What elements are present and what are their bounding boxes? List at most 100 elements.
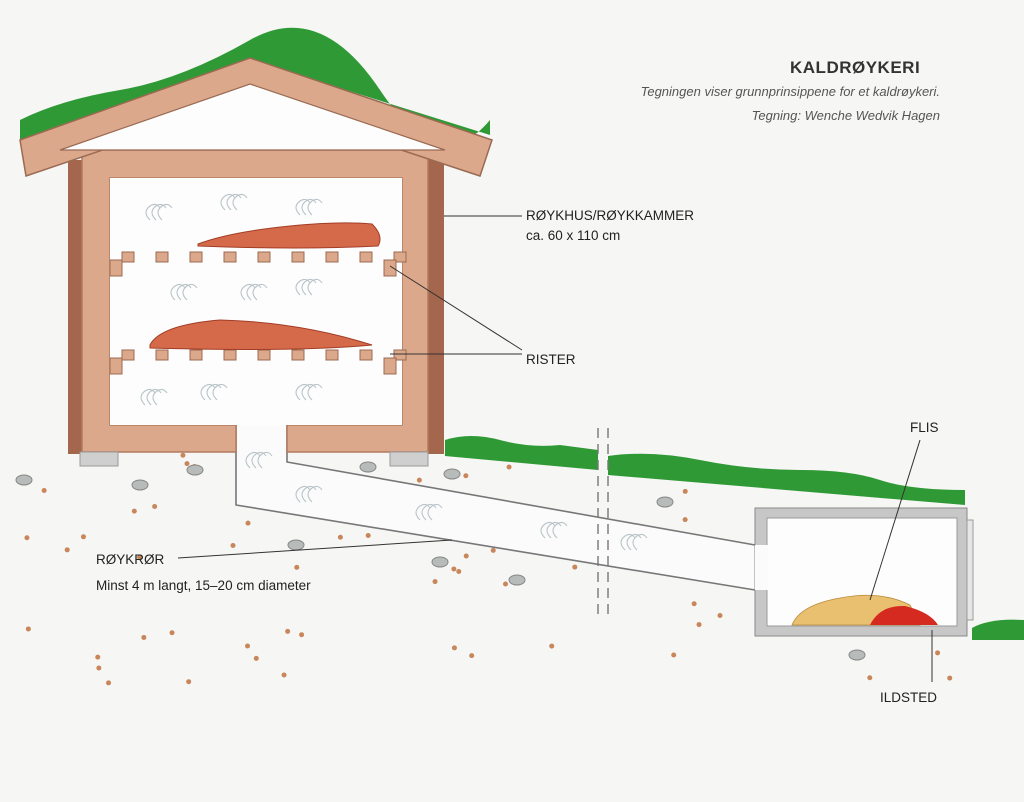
soil-dot <box>451 566 457 572</box>
subtitle: Tegningen viser grunnprinsippene for et … <box>640 84 940 99</box>
soil-dot <box>285 628 291 634</box>
soil-dot <box>141 634 147 640</box>
soil-dot <box>503 581 509 587</box>
soil-dot <box>180 452 186 458</box>
smoke-swirl <box>257 451 273 469</box>
label-smokehouse-size: ca. 60 x 110 cm <box>526 228 621 243</box>
fish-fillet-upper <box>197 222 381 249</box>
soil-dot <box>682 517 688 523</box>
smoke-swirl <box>152 388 168 406</box>
label-pipe-spec: Minst 4 m langt, 15–20 cm diameter <box>96 578 311 593</box>
rack-upper <box>109 251 407 277</box>
soil-dot <box>245 520 251 526</box>
soil-dot <box>186 679 192 685</box>
soil-dot <box>682 488 688 494</box>
soil-dot <box>463 553 469 559</box>
stone <box>431 556 449 568</box>
soil-dot <box>717 612 723 618</box>
grass-strip-middle <box>445 436 598 470</box>
rack-bracket <box>109 357 123 375</box>
pipe-break-marks <box>597 428 609 620</box>
stone <box>15 474 33 486</box>
rack-slat <box>189 349 203 361</box>
smoke-swirl <box>212 383 228 401</box>
soil-dot <box>867 675 873 681</box>
soil-dot <box>691 601 697 607</box>
soil-dot <box>184 461 190 467</box>
soil-dot <box>137 554 143 560</box>
smoke-swirl <box>232 193 248 211</box>
credit: Tegning: Wenche Wedvik Hagen <box>751 108 940 123</box>
soil-dot <box>169 630 175 636</box>
soil-dot <box>281 672 287 678</box>
label-smokehouse: RØYKHUS/RØYKKAMMER <box>526 208 695 223</box>
soil-dot <box>95 654 101 660</box>
soil-dot <box>299 632 305 638</box>
rack-slat <box>155 349 169 361</box>
rack-slat <box>393 251 407 263</box>
soil-dot <box>490 547 496 553</box>
rack-slat <box>359 349 373 361</box>
rack-slat <box>359 251 373 263</box>
smoke-swirl <box>182 283 198 301</box>
soil-dot <box>41 488 47 494</box>
soil-dot <box>96 665 102 671</box>
page-title: KALDRØYKERI <box>790 58 921 77</box>
smoke-swirl <box>632 533 648 551</box>
stone <box>287 539 305 551</box>
soil-dot <box>24 535 30 541</box>
soil-dot <box>456 568 462 574</box>
smoke-swirl <box>157 203 173 221</box>
rack-slat <box>291 251 305 263</box>
grass-strip-far-right <box>972 619 1024 640</box>
soil-dot <box>947 675 953 681</box>
rack-slat <box>223 349 237 361</box>
soil-dot <box>230 543 236 549</box>
soil-dot <box>463 473 469 479</box>
soil-dot <box>253 655 259 661</box>
smoke-swirl <box>307 278 323 296</box>
label-chips: FLIS <box>910 420 939 435</box>
soil-dot <box>469 653 475 659</box>
soil-dot <box>365 533 371 539</box>
smoke-swirl <box>427 503 443 521</box>
soil-dot <box>64 547 70 553</box>
fireplace-box <box>754 507 974 637</box>
rack-slat <box>257 349 271 361</box>
rack-lower <box>109 349 407 375</box>
soil-dot <box>294 564 300 570</box>
soil-dot <box>451 645 457 651</box>
soil-dot <box>337 534 343 540</box>
grass-strip-right <box>608 453 965 505</box>
rack-slat <box>121 349 135 361</box>
label-racks: RISTER <box>526 352 576 367</box>
soil-dot <box>696 622 702 628</box>
smoke-swirl <box>552 521 568 539</box>
rack-bracket <box>383 357 397 375</box>
smokehouse <box>68 149 444 467</box>
soil-dot <box>80 534 86 540</box>
rack-slat <box>393 349 407 361</box>
soil-dot <box>245 643 251 649</box>
embers <box>870 605 938 625</box>
rack-bracket <box>109 259 123 277</box>
label-fireplace: ILDSTED <box>880 690 938 705</box>
rack-slat <box>155 251 169 263</box>
rack-slat <box>325 349 339 361</box>
stone <box>508 574 526 586</box>
soil-dot <box>152 503 158 509</box>
stone <box>186 464 204 476</box>
soil-dot <box>572 564 578 570</box>
soil-dot <box>131 508 137 514</box>
soil-dot <box>549 643 555 649</box>
rack-slat <box>223 251 237 263</box>
rack-slat <box>189 251 203 263</box>
fish-fillet-lower <box>149 319 373 350</box>
stone <box>848 649 866 661</box>
soil-dot <box>25 626 31 632</box>
soil-dot <box>935 650 941 656</box>
stone <box>131 479 149 491</box>
smoke-swirl <box>252 283 268 301</box>
soil-dot <box>432 579 438 585</box>
